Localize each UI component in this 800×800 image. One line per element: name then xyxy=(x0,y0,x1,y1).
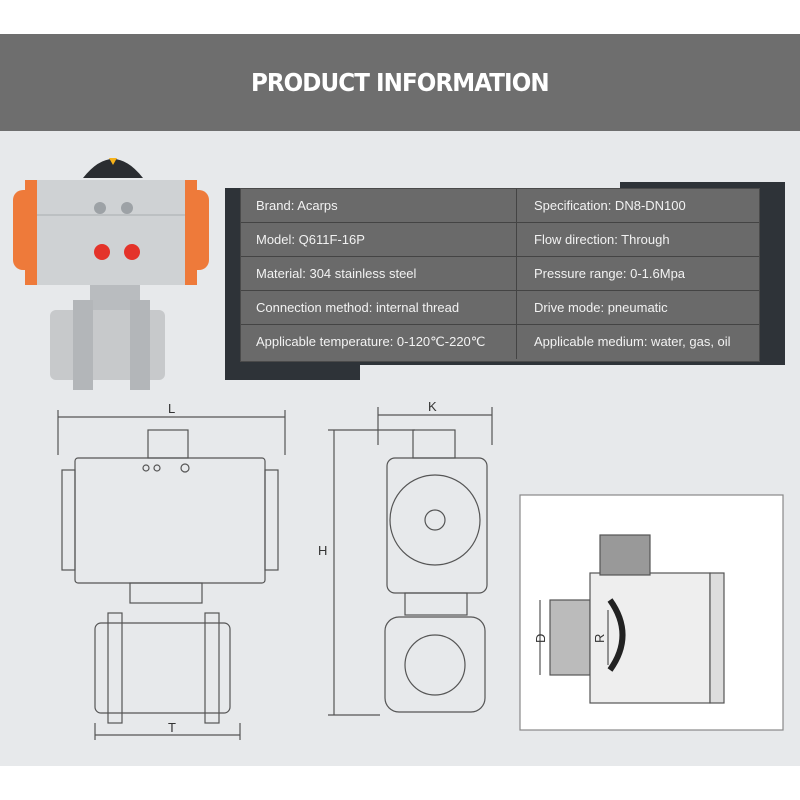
spec-cell: Specification: DN8-DN100 xyxy=(534,198,686,213)
front-view-drawing xyxy=(57,410,286,740)
backdrop-gap xyxy=(360,365,785,380)
spec-row: Applicable temperature: 0-120℃-220℃ Appli… xyxy=(241,325,759,359)
dimension-label-k: K xyxy=(428,399,437,414)
backdrop-gap xyxy=(225,182,620,188)
spec-cell: Applicable temperature: 0-120℃-220℃ xyxy=(241,325,517,359)
technical-drawings: L T K H D R xyxy=(57,399,784,740)
spec-cell: Connection method: internal thread xyxy=(241,291,517,324)
spec-row: Model: Q611F-16P Flow direction: Through xyxy=(241,223,759,257)
spec-cell: Brand: Acarps xyxy=(241,189,517,222)
spec-cell: Model: Q611F-16P xyxy=(241,223,517,256)
spec-row: Material: 304 stainless steel Pressure ra… xyxy=(241,257,759,291)
title-band: PRODUCT INFORMATION xyxy=(0,34,800,131)
section-view-drawing xyxy=(519,494,784,731)
side-view-drawing xyxy=(328,407,493,716)
spec-row: Brand: Acarps Specification: DN8-DN100 xyxy=(241,189,759,223)
dimension-label-l: L xyxy=(168,401,175,416)
spec-cell: Applicable medium: water, gas, oil xyxy=(534,334,731,349)
dimension-label-h: H xyxy=(318,543,327,558)
spec-cell: Flow direction: Through xyxy=(534,232,670,247)
spec-cell: Drive mode: pneumatic xyxy=(534,300,668,315)
spec-row: Connection method: internal thread Drive … xyxy=(241,291,759,325)
dimension-label-d: D xyxy=(533,634,548,643)
spec-cell: Pressure range: 0-1.6Mpa xyxy=(534,266,686,281)
spec-cell: Material: 304 stainless steel xyxy=(241,257,517,290)
spec-table: Brand: Acarps Specification: DN8-DN100 Mo… xyxy=(240,188,760,362)
valve-photo xyxy=(13,158,209,390)
dimension-label-t: T xyxy=(168,720,176,735)
dimension-label-r: R xyxy=(592,634,607,643)
page-title: PRODUCT INFORMATION xyxy=(251,68,550,97)
